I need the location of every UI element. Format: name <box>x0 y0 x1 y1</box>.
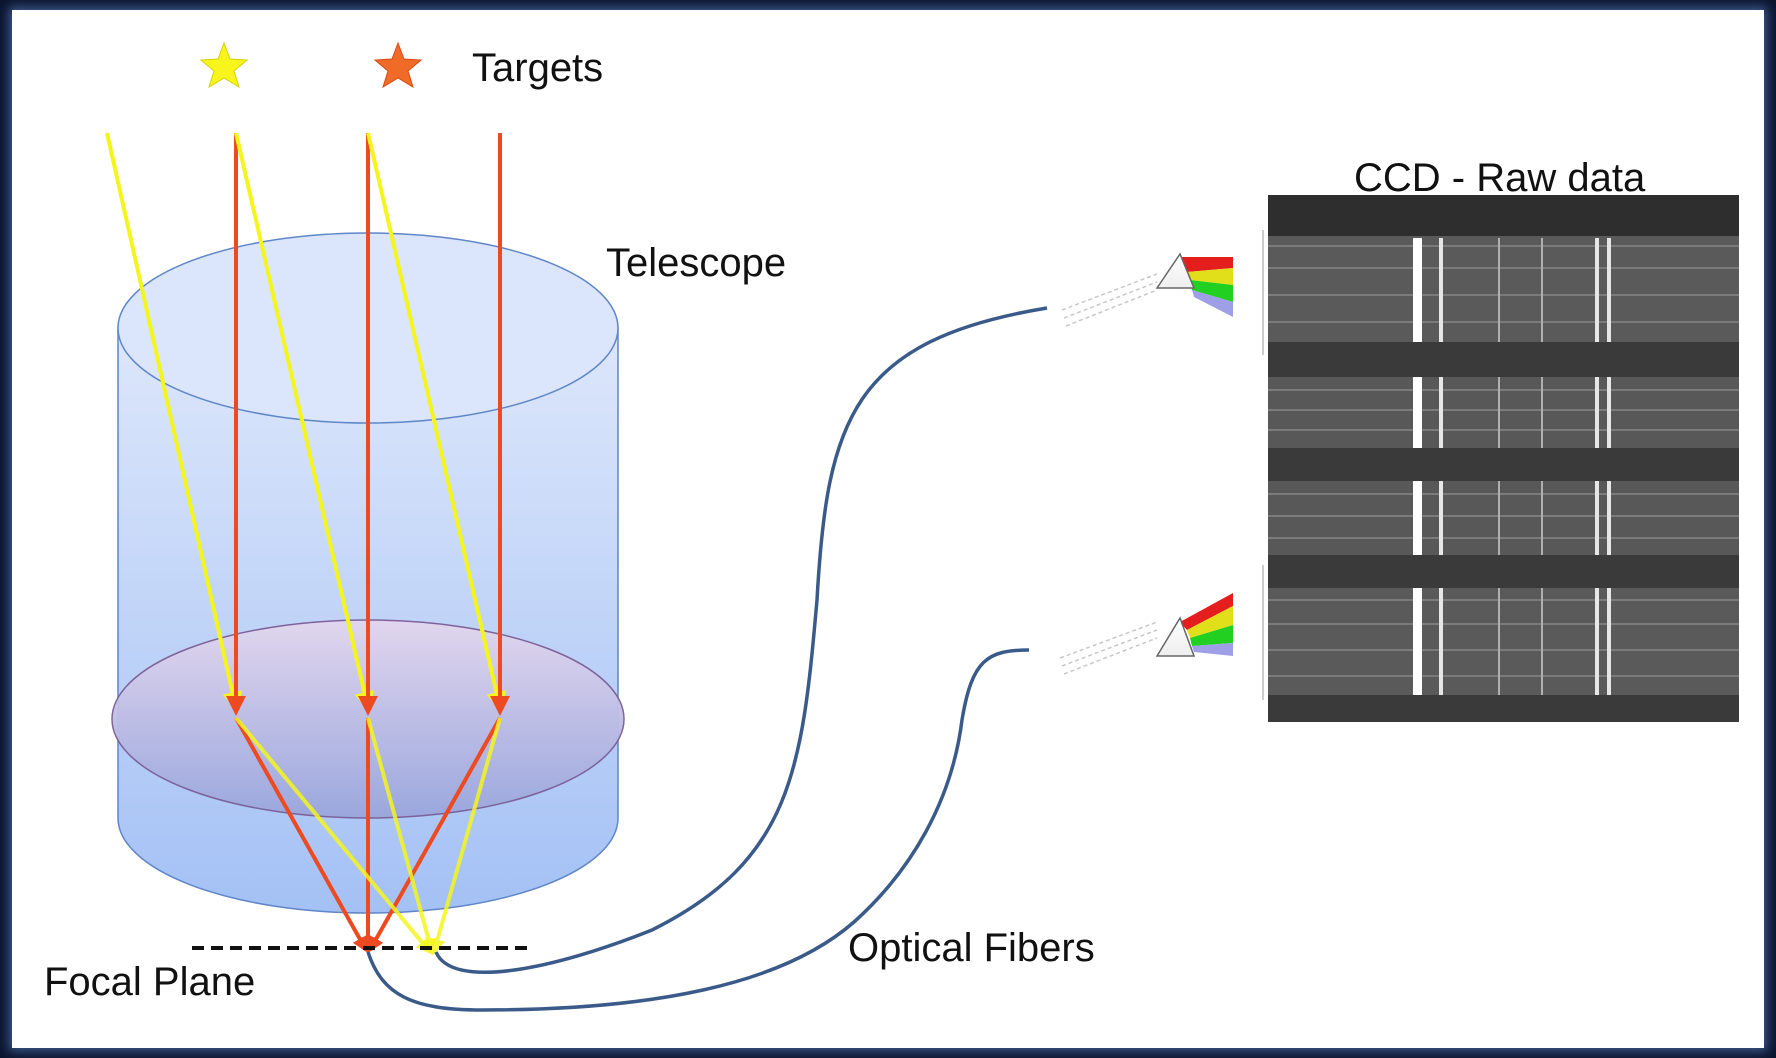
yellow-star-icon <box>199 41 249 89</box>
optical-fibers <box>366 306 1048 1012</box>
orange-star-icon <box>373 41 423 89</box>
converging-rays <box>234 716 502 956</box>
spectrograph-top <box>1061 230 1264 355</box>
diagram-canvas <box>105 41 1739 1012</box>
ccd-image <box>1268 195 1739 722</box>
spectrograph-bottom <box>1059 565 1264 700</box>
targets-label: Targets <box>472 46 604 90</box>
prism-icon <box>1155 616 1196 657</box>
prism-icon <box>1155 252 1196 289</box>
focal-plane-label: Focal Plane <box>44 960 256 1004</box>
optical-fibers-label: Optical Fibers <box>848 926 1095 970</box>
telescope-label: Telescope <box>606 241 787 285</box>
ccd-title: CCD - Raw data <box>1354 156 1646 200</box>
diagram-panel: Targets Telescope CCD - Raw data Focal P… <box>12 10 1764 1048</box>
incoming-rays <box>105 132 510 716</box>
